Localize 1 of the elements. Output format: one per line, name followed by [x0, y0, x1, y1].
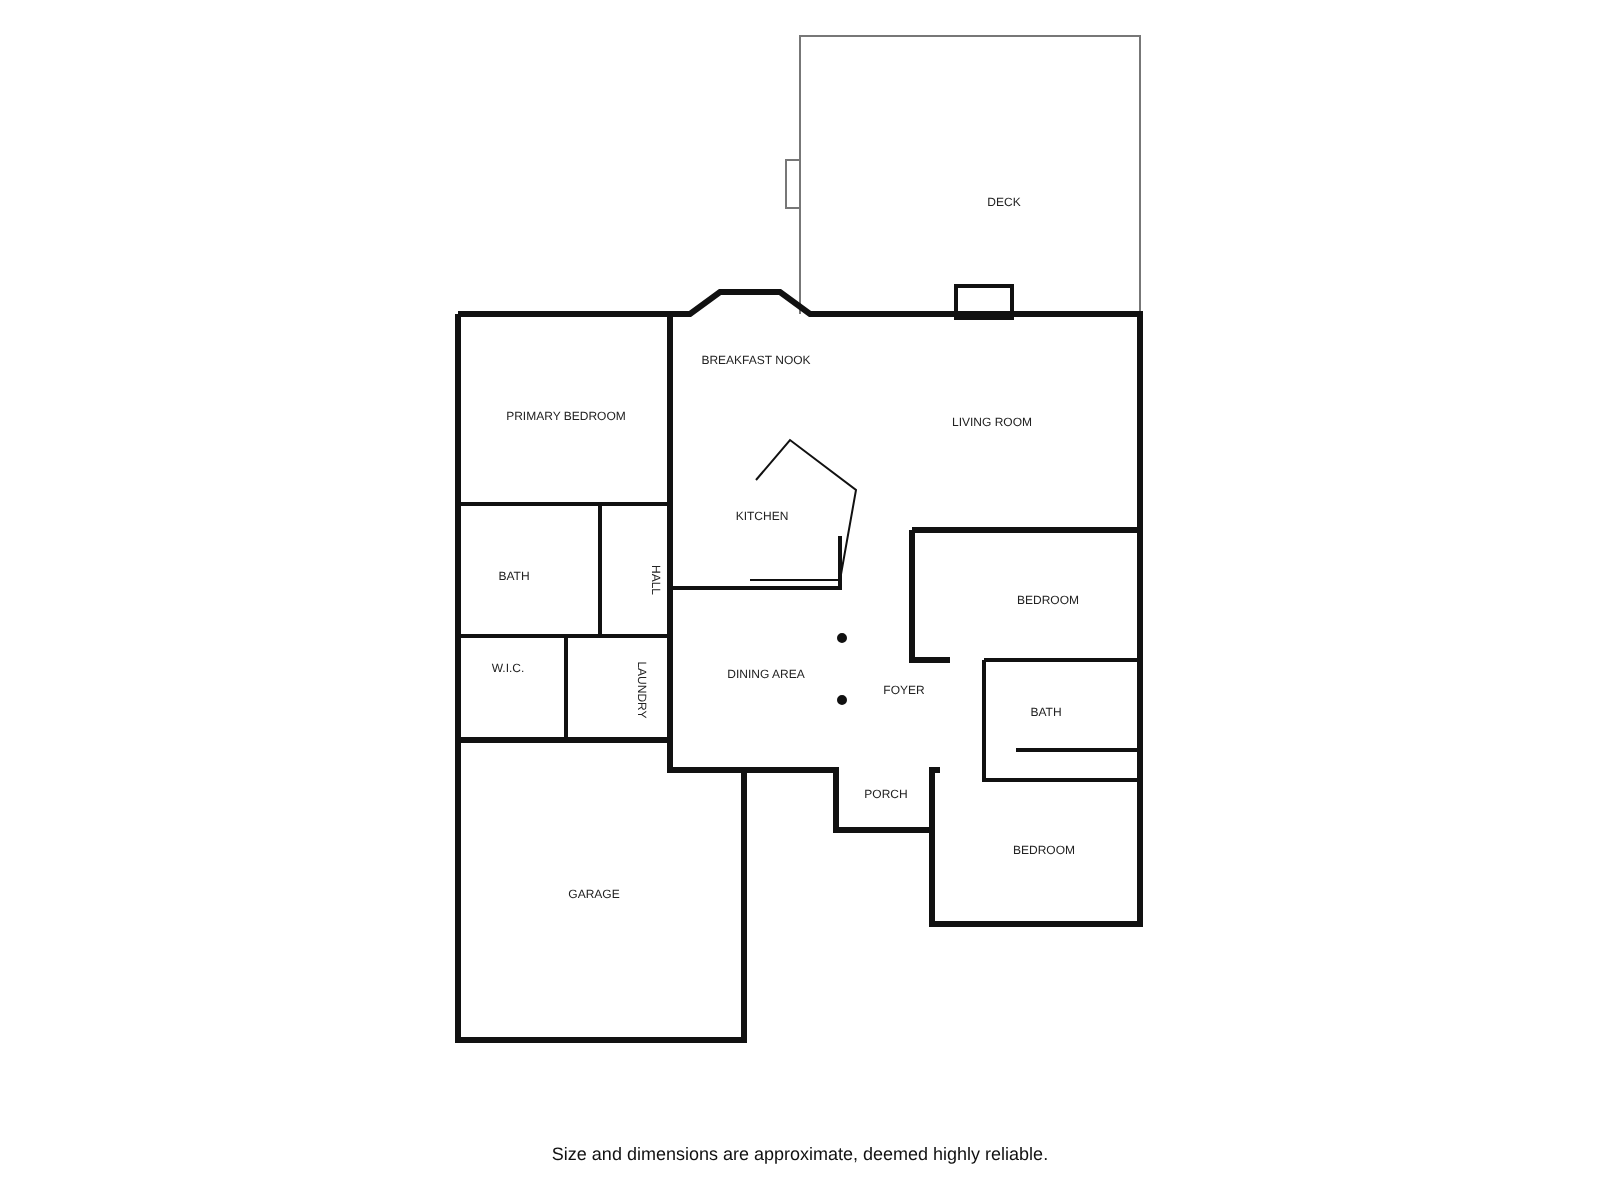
caption: Size and dimensions are approximate, deemed highly reliable.	[549, 1144, 1051, 1164]
